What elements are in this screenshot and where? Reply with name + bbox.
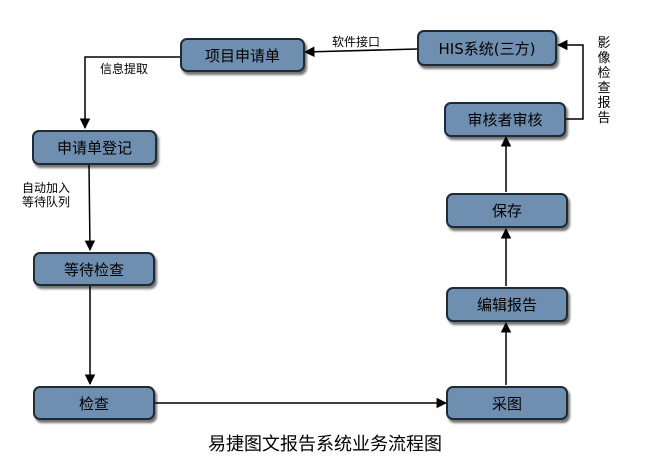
label-info-extract: 信息提取	[100, 62, 149, 76]
node-his-system: HIS系统(三方)	[417, 30, 557, 66]
edge-registration-to-waiting	[84, 164, 96, 252]
label-software-interface: 软件接口	[332, 35, 381, 49]
edge-application-to-registration	[79, 56, 180, 130]
edge-review-to-his	[556, 39, 584, 120]
edge-his-to-application	[303, 46, 418, 57]
label-auto-queue: 自动加入 等待队列	[22, 181, 71, 209]
label-image-report: 影像检查报告	[597, 36, 611, 126]
node-edit-report: 编辑报告	[446, 287, 568, 322]
node-waiting-exam: 等待检查	[33, 252, 155, 286]
node-reviewer-review: 审核者审核	[444, 102, 566, 137]
node-project-application: 项目申请单	[180, 38, 305, 72]
node-save: 保存	[446, 193, 568, 228]
diagram-caption: 易捷图文报告系统业务流程图	[208, 434, 442, 455]
node-application-registration: 申请单登记	[32, 130, 157, 165]
node-exam: 检查	[33, 386, 155, 420]
node-image-capture: 采图	[446, 386, 568, 420]
